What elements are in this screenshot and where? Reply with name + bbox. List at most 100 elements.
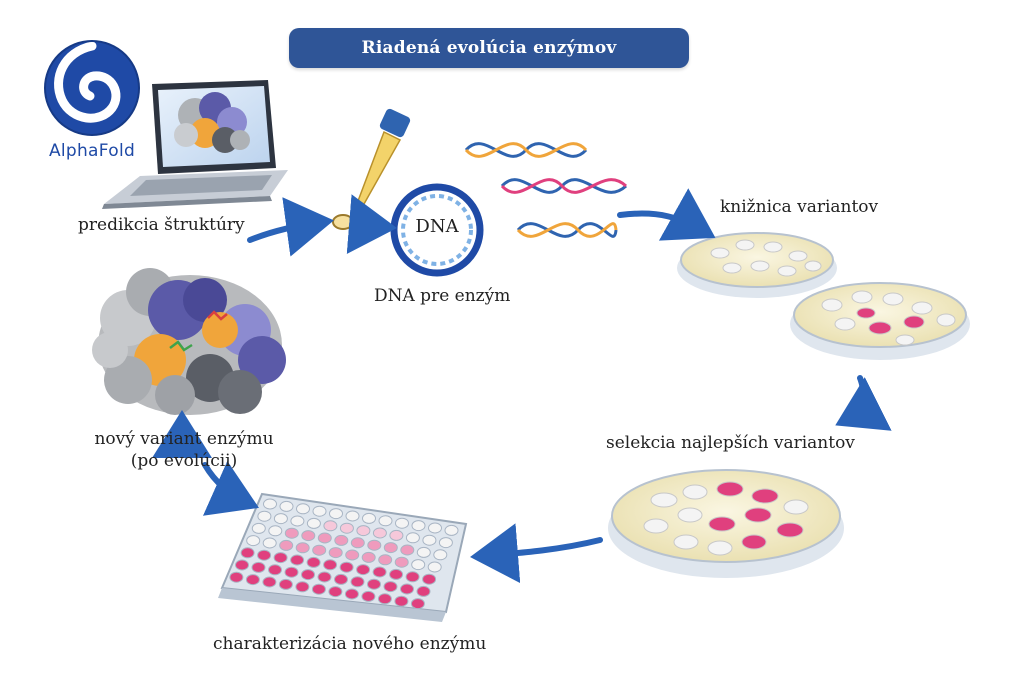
plate-well [344, 588, 359, 600]
pipette-icon [352, 108, 411, 214]
flow-arrow-icon [152, 188, 892, 584]
plate-well [356, 564, 371, 576]
plate-well [400, 583, 414, 595]
plate-well [296, 503, 310, 515]
plate-well [400, 544, 415, 556]
page-title: Riadená evolúcia enzýmov [289, 28, 689, 68]
label-new-variant-line1: nový variant enzýmu [94, 429, 274, 449]
plate-well [339, 522, 354, 534]
plate-well [262, 576, 277, 588]
plate-well [405, 532, 420, 544]
plate-well [290, 554, 305, 566]
plate-well [323, 520, 338, 532]
plate-well [263, 498, 277, 510]
label-new-variant: nový variant enzýmu (po evolúcii) [84, 428, 284, 472]
plate-well [350, 576, 365, 588]
plate-well [334, 534, 349, 546]
laptop-protein-render [174, 92, 250, 153]
alphafold-logo [44, 40, 140, 136]
plate-well [367, 578, 381, 590]
plate-well [278, 578, 293, 590]
label-dna-for-enzyme: DNA pre enzým [374, 286, 511, 306]
protein-structure-icon [92, 268, 286, 415]
plate-well [306, 556, 321, 568]
plate-well [295, 581, 310, 593]
plate-well [301, 530, 316, 542]
plate-well [284, 566, 299, 578]
dna-helix-icon [464, 142, 628, 238]
plate-well [279, 500, 294, 512]
plate-well [367, 539, 382, 551]
plate-well [394, 595, 409, 607]
plate-well [345, 549, 360, 561]
plate-well [405, 571, 420, 583]
plate-well [378, 515, 393, 527]
plate-well [245, 574, 260, 586]
plate-well [312, 505, 327, 517]
plate-well [306, 517, 321, 529]
plate-well [377, 593, 392, 605]
plate-well [378, 554, 393, 566]
plate-well [295, 542, 310, 554]
plasmid-label: DNA [415, 216, 459, 237]
plate-well [339, 561, 354, 573]
plate-well [268, 564, 282, 576]
plate-well [422, 534, 437, 546]
plate-well [317, 571, 332, 583]
plate-well [361, 590, 376, 602]
plate-well [411, 520, 426, 532]
plate-well [395, 517, 409, 529]
plate-well [317, 532, 332, 544]
plate-well [389, 529, 404, 541]
plate-well [229, 571, 244, 583]
plate-well [422, 573, 437, 585]
plate-well [438, 537, 453, 549]
plate-well [290, 515, 305, 527]
plate-well [328, 586, 343, 598]
plate-well [410, 598, 425, 610]
plate-well [394, 556, 409, 568]
label-variant-library: knižnica variantov [720, 197, 879, 217]
petri-dish-icon [677, 232, 837, 298]
plate-well [273, 513, 288, 525]
laptop-icon [102, 80, 288, 209]
plate-well [433, 549, 448, 561]
petri-dish-icon [790, 282, 970, 360]
plate-well [323, 559, 338, 571]
plate-well [240, 547, 255, 559]
plate-well [383, 581, 398, 593]
label-selection: selekcia najlepších variantov [606, 433, 855, 453]
plate-well [329, 508, 343, 520]
plate-well [345, 510, 360, 522]
label-characterization: charakterizácia nového enzýmu [213, 634, 487, 654]
plate-well [411, 559, 426, 571]
plate-well [350, 537, 365, 549]
plate-well [416, 585, 431, 597]
plate-well [311, 583, 326, 595]
plate-well [257, 549, 272, 561]
plate-well [273, 552, 288, 564]
label-new-variant-line2: (po evolúcii) [130, 451, 238, 471]
plate-well [444, 524, 459, 536]
microplate-icon [218, 492, 468, 622]
plate-well [251, 522, 266, 534]
plate-well [257, 510, 272, 522]
label-structure-prediction: predikcia štruktúry [78, 215, 245, 235]
plate-well [284, 527, 299, 539]
plate-well [416, 546, 431, 558]
plate-well [328, 547, 343, 559]
alphafold-logo-text: AlphaFold [48, 141, 136, 161]
plate-well [268, 525, 283, 537]
plate-well [246, 535, 261, 547]
plate-well [389, 568, 404, 580]
plate-well [279, 539, 294, 551]
plate-well [372, 566, 387, 578]
plate-well [383, 542, 398, 554]
droplet-icon [332, 214, 354, 230]
plate-well [362, 512, 376, 524]
plate-well [312, 544, 327, 556]
plasmid-icon [390, 183, 484, 277]
plate-well [262, 537, 277, 549]
plate-well [301, 569, 315, 581]
